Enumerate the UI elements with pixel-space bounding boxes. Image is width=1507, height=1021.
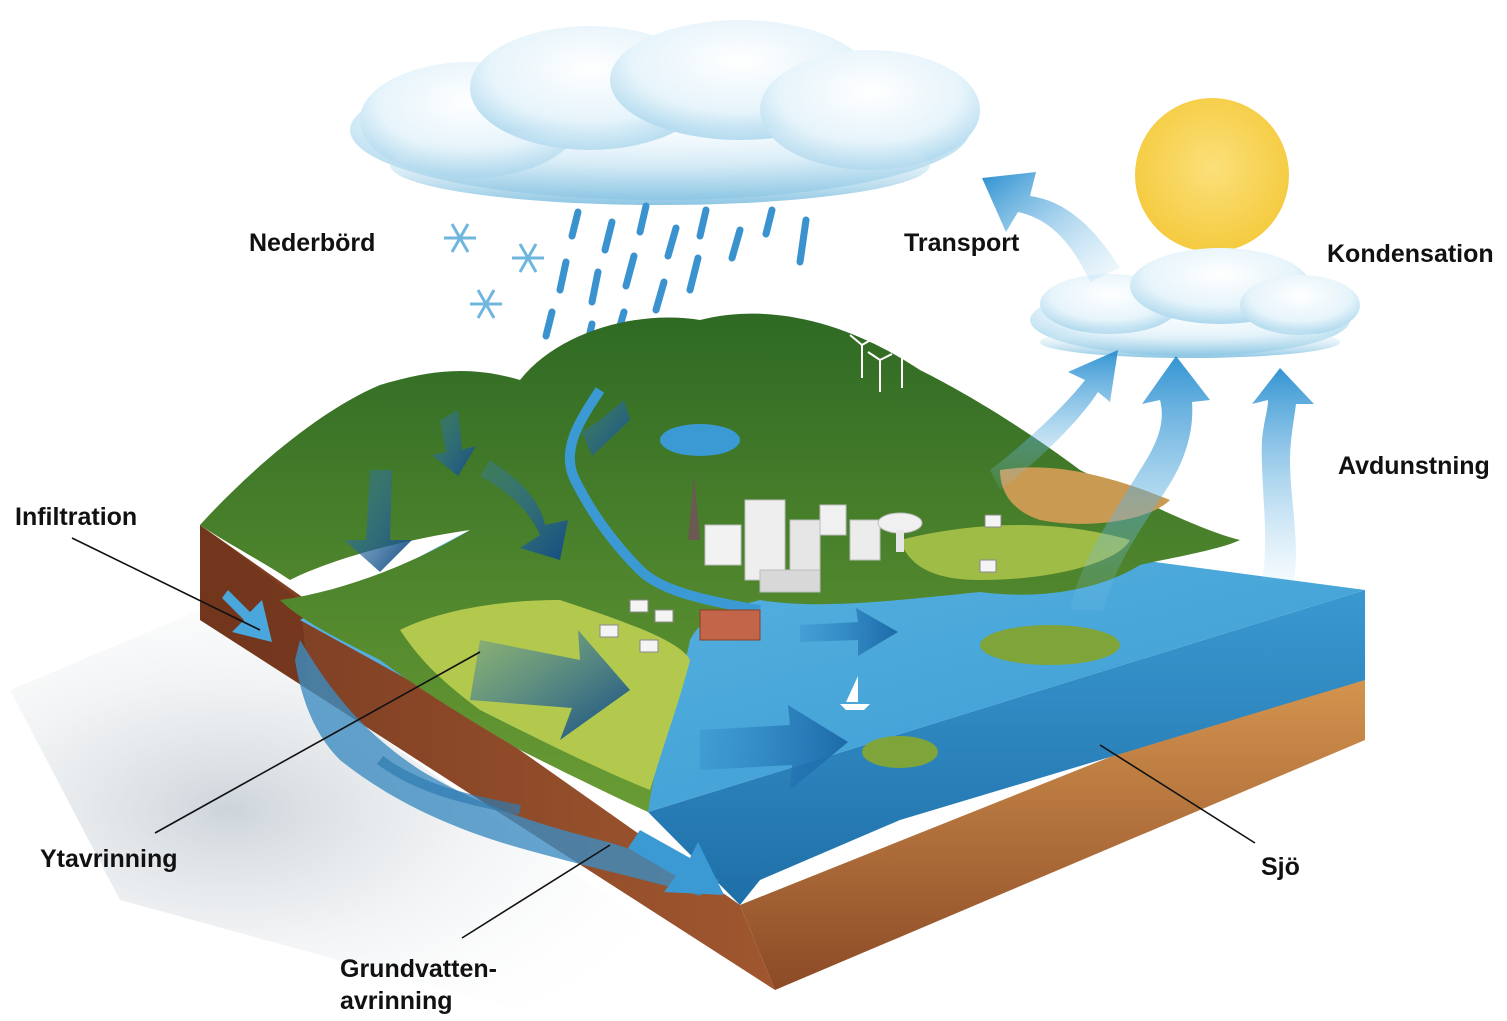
- river: [564, 387, 761, 615]
- groundwater-runoff-arrow: [628, 830, 724, 895]
- island: [980, 625, 1120, 665]
- rain-cloud: [350, 20, 980, 205]
- church-icon: [688, 475, 700, 540]
- label-precipitation: Nederbörd: [249, 229, 376, 257]
- lake-water-side: [648, 590, 1365, 905]
- label-lake: Sjö: [1261, 853, 1300, 881]
- label-surface-runoff: Ytavrinning: [40, 845, 178, 873]
- label-evaporation: Avdunstning: [1338, 452, 1490, 480]
- sun-icon: [1135, 98, 1289, 252]
- mountain-lake: [660, 424, 740, 456]
- condensation-cloud: [1030, 248, 1360, 358]
- wind-turbine-icon: [849, 334, 915, 392]
- label-infiltration: Infiltration: [15, 503, 138, 531]
- label-groundwater-runoff-line1: Grundvatten-: [340, 955, 497, 983]
- label-groundwater-runoff-line2: avrinning: [340, 987, 453, 1015]
- town: [699, 499, 881, 641]
- surface-runoff-arrows: [344, 400, 630, 740]
- label-condensation: Kondensation: [1327, 240, 1494, 268]
- sailboat-icon: [840, 676, 870, 710]
- label-transport: Transport: [904, 229, 1020, 257]
- leader-lines: [71, 537, 1256, 939]
- island: [862, 736, 938, 768]
- snowflake-icon: [444, 223, 544, 319]
- lake-flow-arrows: [700, 608, 898, 790]
- ground-shadow: [10, 610, 740, 1010]
- lake-bed-cross-section: [740, 655, 1365, 990]
- houses: [599, 514, 1002, 653]
- transport-arrow: [982, 172, 1120, 282]
- evaporation-arrows: [990, 350, 1314, 610]
- water-tower-icon: [877, 512, 923, 552]
